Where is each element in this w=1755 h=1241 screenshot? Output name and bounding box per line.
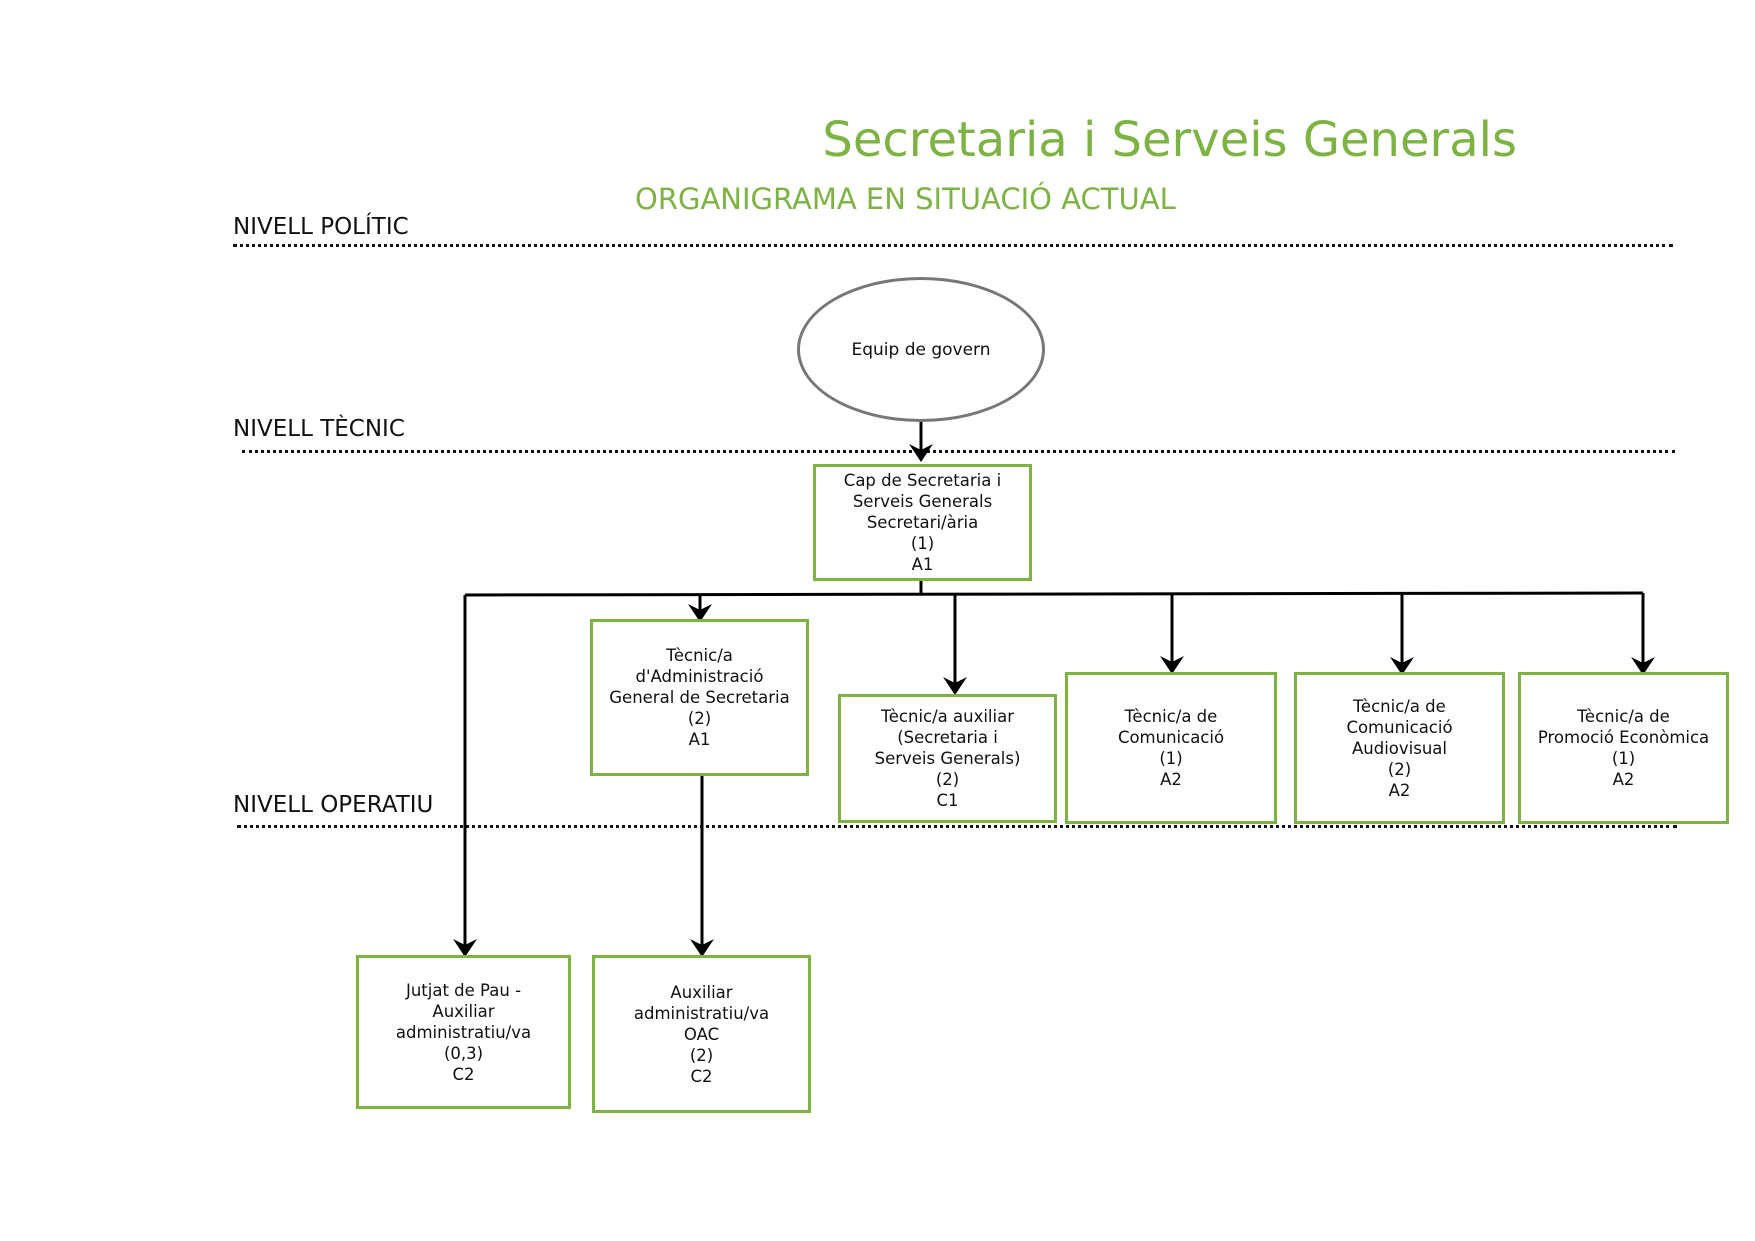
node-line: d'Administració xyxy=(635,667,764,686)
node-line: A2 xyxy=(1160,770,1182,789)
node-line: Comunicació xyxy=(1117,728,1225,747)
node-line: (0,3) xyxy=(443,1043,484,1063)
node-line: Cap de Secretaria i xyxy=(843,471,1002,490)
node-line: Secretari/ària xyxy=(866,513,979,532)
node-line: A1 xyxy=(688,730,711,749)
node-tecnic-comunicacio: Tècnic/a de Comunicació (1) A2 xyxy=(1065,672,1277,824)
arrowhead-oac xyxy=(690,939,714,957)
arrowhead-tecnic-audio xyxy=(1390,657,1414,675)
node-line: Auxiliar xyxy=(670,982,733,1002)
level-label-tecnic: NIVELL TÈCNIC xyxy=(233,416,405,442)
level-divider-operatiu xyxy=(237,825,1677,828)
node-line: Auxiliar xyxy=(432,1001,495,1021)
node-equip-de-govern: Equip de govern xyxy=(797,277,1045,422)
node-line: Promoció Econòmica xyxy=(1537,728,1710,747)
level-label-operatiu: NIVELL OPERATIU xyxy=(233,792,434,818)
level-label-politic: NIVELL POLÍTIC xyxy=(233,214,409,240)
node-tecnic-administracio: Tècnic/a d'Administració General de Secr… xyxy=(590,619,809,776)
node-tecnic-auxiliar: Tècnic/a auxiliar (Secretaria i Serveis … xyxy=(838,694,1057,823)
arrowhead-cap xyxy=(909,444,933,462)
node-line: General de Secretaria xyxy=(609,688,790,707)
node-line: Tècnic/a de xyxy=(1577,707,1670,726)
node-line: A1 xyxy=(911,555,934,574)
node-line: (1) xyxy=(1159,749,1183,768)
node-line: (2) xyxy=(1387,759,1412,779)
node-line: (2) xyxy=(689,1045,714,1065)
arrowhead-tecnic-promo xyxy=(1631,657,1655,675)
page-title: Secretaria i Serveis Generals xyxy=(822,112,1517,168)
node-line: Tècnic/a de xyxy=(1353,696,1446,716)
node-line: (1) xyxy=(910,534,935,553)
connector-horizontal-bus xyxy=(464,591,1644,597)
node-tecnic-audiovisual: Tècnic/a de Comunicació Audiovisual (2) … xyxy=(1294,672,1505,824)
node-equip-de-govern-label: Equip de govern xyxy=(851,339,991,360)
node-line: A2 xyxy=(1388,780,1411,800)
level-divider-tecnic xyxy=(242,450,1675,453)
node-line: C2 xyxy=(452,1064,475,1084)
level-divider-politic xyxy=(233,244,1673,247)
node-line: Comunicació xyxy=(1346,717,1453,737)
node-tecnic-promocio: Tècnic/a de Promoció Econòmica (1) A2 xyxy=(1518,672,1729,824)
node-line: OAC xyxy=(683,1024,720,1044)
node-line: Serveis Generals xyxy=(852,492,993,511)
page-subtitle: ORGANIGRAMA EN SITUACIÓ ACTUAL xyxy=(635,182,1176,216)
node-line: (Secretaria i xyxy=(897,728,998,747)
node-line: C2 xyxy=(690,1066,713,1086)
node-auxiliar-oac: Auxiliar administratiu/va OAC (2) C2 xyxy=(592,955,811,1113)
node-line: Tècnic/a xyxy=(666,646,733,665)
node-line: Audiovisual xyxy=(1352,738,1447,758)
node-line: Tècnic/a auxiliar xyxy=(881,707,1014,726)
node-line: Tècnic/a de xyxy=(1124,707,1218,726)
node-line: Serveis Generals) xyxy=(874,749,1021,768)
node-line: (2) xyxy=(935,770,960,789)
node-line: Jutjat de Pau - xyxy=(405,980,522,1000)
node-line: (1) xyxy=(1611,749,1636,768)
node-line: (2) xyxy=(687,709,712,728)
node-cap-secretaria: Cap de Secretaria i Serveis Generals Sec… xyxy=(813,464,1032,581)
arrowhead-tecnic-aux xyxy=(943,677,967,695)
node-line: administratiu/va xyxy=(633,1003,770,1023)
node-line: administratiu/va xyxy=(395,1022,532,1042)
arrowhead-jutjat xyxy=(453,939,477,957)
node-line: C1 xyxy=(936,791,959,810)
node-line: A2 xyxy=(1612,770,1635,789)
node-jutjat-de-pau: Jutjat de Pau - Auxiliar administratiu/v… xyxy=(356,955,571,1109)
arrowhead-tecnic-admin xyxy=(688,604,712,622)
arrowhead-tecnic-com xyxy=(1160,656,1184,674)
